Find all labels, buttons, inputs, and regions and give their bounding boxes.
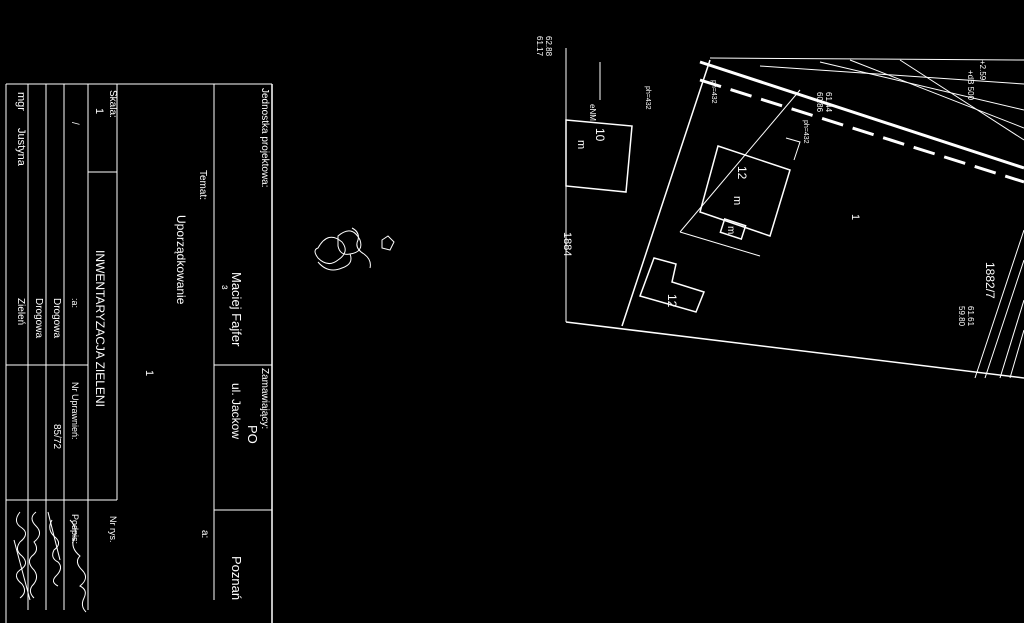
building-12 [699, 145, 791, 237]
person-name: Justyna [15, 128, 27, 167]
parcel-1882-7: 1882/7 [983, 262, 997, 299]
coord-top-1: 62.88 [544, 36, 553, 57]
row-2-value: Drogowa [51, 298, 62, 338]
parcel-boundary-diagonal [621, 59, 711, 327]
drawing-title: INWENTARYZACJA ZIELENI [93, 250, 107, 407]
title-block: Jednostka projektowa: Maciej Fajfer ɜ Za… [5, 83, 273, 623]
building-12-lower [639, 257, 705, 313]
client-label: Zamawiający: [259, 368, 270, 429]
sheet-number-label: Nr rys. [108, 516, 118, 543]
unit-label: Jednostka projektowa: [259, 88, 270, 188]
road-line-5 [899, 59, 1024, 141]
road-line-3 [819, 61, 1024, 111]
scale-value: 1 [93, 108, 105, 114]
row-3-value: Drogowa [33, 298, 44, 338]
label-top-a: +2.59 [978, 60, 987, 81]
label-ph-3: ph=432 [802, 120, 809, 144]
site-plan: 62.88 61.17 61.44 60.86 61.61 59.80 1884… [535, 36, 1024, 379]
building-12-annex [719, 217, 747, 241]
building-12-material: m [731, 196, 743, 205]
building-12-lower-label: 12 [665, 294, 679, 308]
label-enm: eNM [588, 104, 597, 121]
edge-line-3 [999, 299, 1024, 379]
edge-line-1 [974, 229, 1024, 379]
signature-image [13, 511, 87, 613]
building-10 [565, 119, 633, 193]
road-centerline [699, 78, 1024, 184]
building-10-label: 10 [593, 128, 607, 142]
topic-text: Uporządkowanie [174, 215, 188, 305]
row-4-value: Zieleń [15, 298, 26, 325]
edge-line-4 [1009, 329, 1024, 379]
road-edge [699, 60, 1024, 170]
coord-right-2: 59.80 [957, 306, 966, 327]
topic-label: Temat: [197, 170, 208, 200]
coord-mid-1: 61.44 [824, 92, 833, 113]
coord-right-1: 61.61 [966, 306, 975, 327]
building-10-material: m [575, 140, 587, 149]
unit-name: Maciej Fajfer [229, 272, 244, 347]
edge-line-2 [984, 259, 1024, 379]
parcel-1884: 1884 [561, 232, 573, 256]
license-label: Nr Uprawnień: [70, 382, 80, 440]
client-address: ul. Jackow [229, 383, 243, 439]
road-line-2 [759, 65, 1024, 85]
role-label: :a: [70, 298, 80, 308]
drawing-number: 1 [143, 370, 155, 376]
client-name: PO [245, 425, 260, 444]
road-line-4 [849, 59, 1024, 129]
client-extra: a: [199, 530, 210, 538]
client-city: Poznań [229, 556, 244, 600]
building-12-label: 12 [735, 166, 749, 180]
label-ph-1: ph=432 [710, 80, 717, 104]
unit-name-extra: ɜ [219, 285, 230, 290]
coord-mid-2: 60.86 [815, 92, 824, 113]
label-top-b: +dB 500 [966, 70, 975, 101]
parcel-boundary-bottom [565, 321, 1024, 379]
plot-number: 1 [849, 214, 861, 220]
license-value: 85/72 [51, 424, 62, 449]
label-ph-2: ph=432 [644, 86, 651, 110]
lot-line-2 [679, 231, 761, 257]
row-1-value: / [69, 122, 80, 125]
north-arrow-icon [314, 227, 395, 271]
coord-top-2: 61.17 [535, 36, 544, 57]
annex-material: m [725, 226, 736, 234]
scale-label: Skala: [107, 90, 118, 118]
person-title: mgr [15, 92, 27, 111]
road-line-1 [709, 57, 1024, 61]
lot-line-1 [679, 89, 801, 233]
corner-mark [785, 137, 801, 161]
